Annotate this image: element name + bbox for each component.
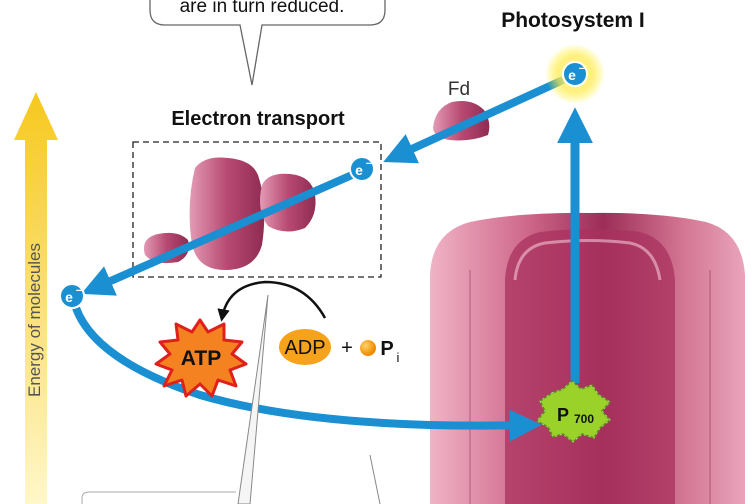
electron-excited: e − <box>562 61 588 87</box>
electron-transport-title: Electron transport <box>171 108 345 130</box>
pointer-lines <box>237 294 381 504</box>
atp-label: ATP <box>181 347 221 370</box>
callout-text: are in turn reduced. <box>180 0 345 17</box>
callout-bubble: are in turn reduced. <box>149 0 386 86</box>
energy-axis: Energy of molecules <box>14 92 58 504</box>
adp-label: ADP <box>284 337 325 359</box>
electron-label: e <box>568 67 576 83</box>
electron-charge: − <box>366 158 372 170</box>
electron-low-energy: e − <box>59 283 85 309</box>
adp-group: ADP + P i <box>279 329 400 365</box>
atp-synthesis-arrow <box>217 280 327 322</box>
return-arrow <box>72 306 542 442</box>
to-transport-arrow <box>383 76 565 164</box>
photosystem-title: Photosystem I <box>501 9 645 32</box>
electron-charge: − <box>579 63 585 75</box>
electron-transport-box <box>132 141 382 278</box>
phosphate-subscript: i <box>397 350 400 365</box>
p700-reaction-center: P 700 <box>536 380 611 443</box>
bottom-callout-edge <box>81 491 236 504</box>
electron-charge: − <box>76 285 82 297</box>
p700-subscript: 700 <box>574 412 594 426</box>
plus-sign: + <box>341 337 353 359</box>
phosphate-icon <box>360 340 376 356</box>
atp-burst: ATP <box>154 318 248 398</box>
electron-label: e <box>65 289 73 305</box>
through-transport-arrow <box>81 171 354 296</box>
p700-label: P <box>557 405 569 425</box>
electron-label: e <box>355 162 363 178</box>
energy-axis-label: Energy of molecules <box>25 243 44 397</box>
phosphate-label: P <box>380 338 393 360</box>
electron-transport-electron: e − <box>349 156 375 182</box>
electron-flow-arrows <box>72 76 593 442</box>
photosystem-complex <box>430 212 745 504</box>
ferredoxin-label: Fd <box>448 79 470 100</box>
